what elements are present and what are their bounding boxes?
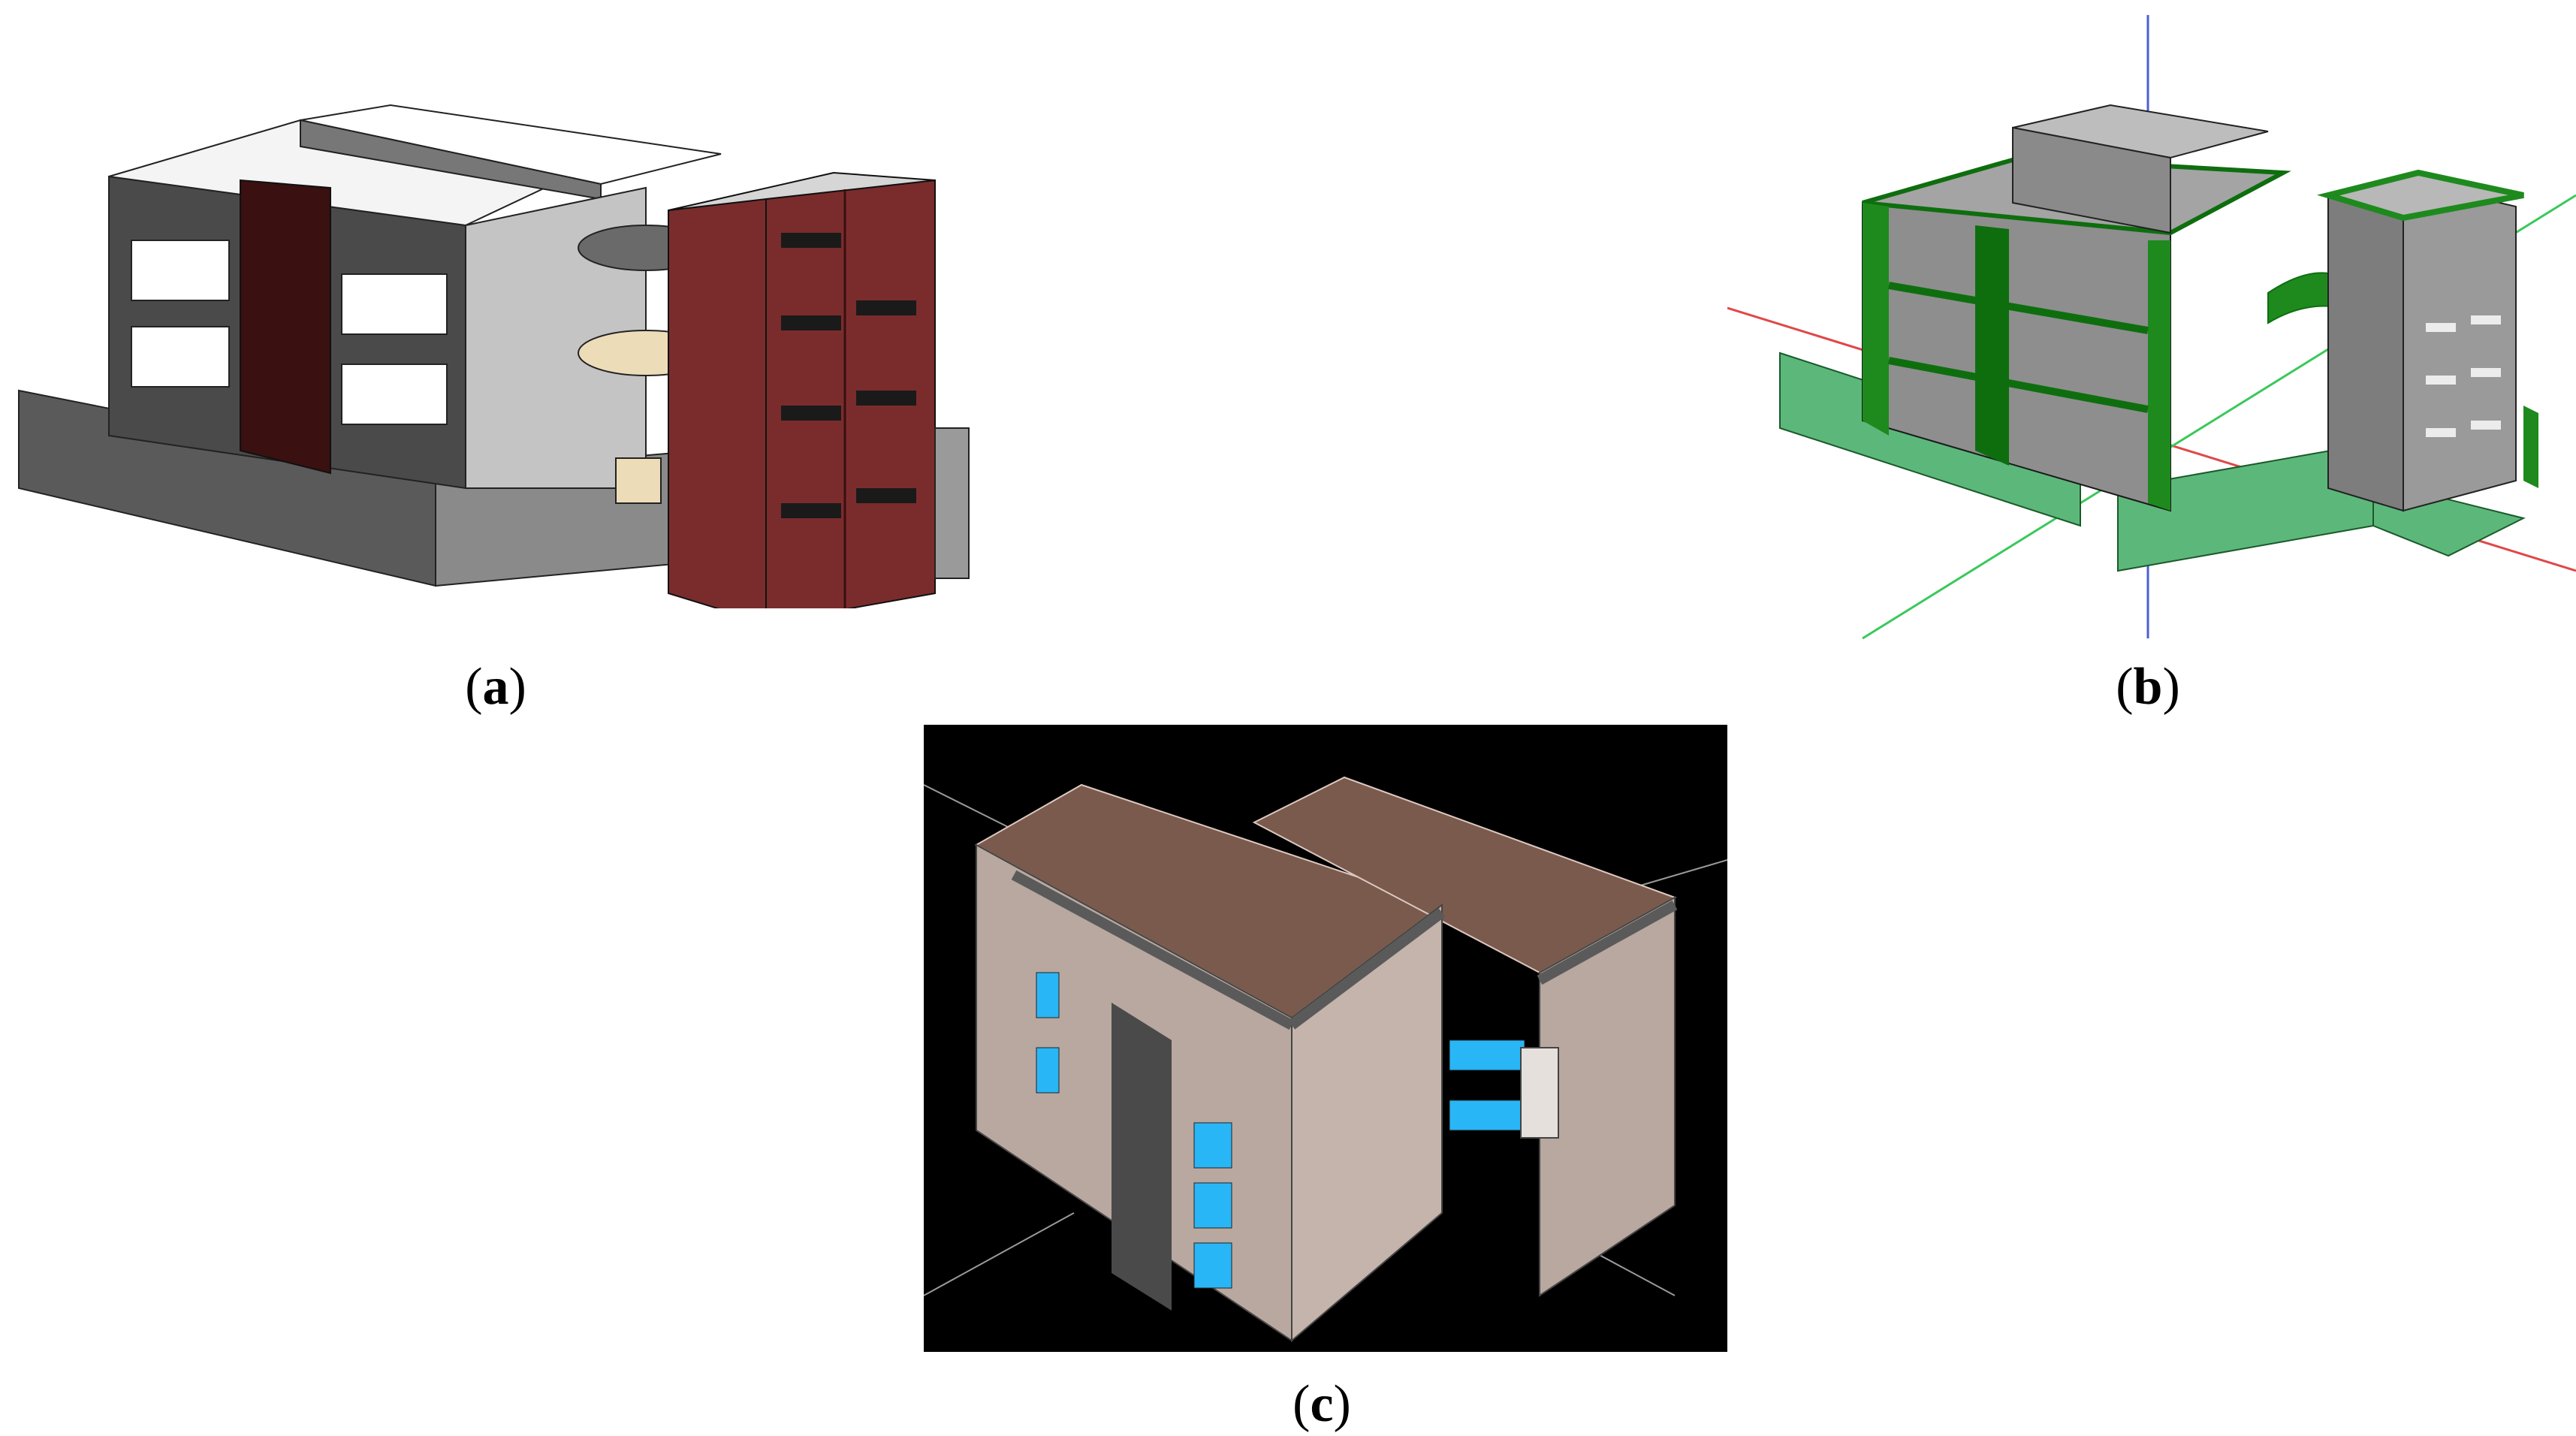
caption-a-letter: a: [482, 658, 509, 716]
caption-a: (a): [465, 658, 526, 716]
caption-c-letter: c: [1310, 1375, 1334, 1433]
building-model-b-drawing: [1727, 15, 2576, 640]
building-model-view-a: [0, 68, 1006, 608]
building-model-view-b: [1727, 0, 2576, 646]
caption-b: (b): [2116, 658, 2180, 716]
building-model-a-drawing: [18, 104, 970, 608]
building-model-view-c: [924, 725, 1727, 1352]
building-model-c-drawing: [924, 776, 1727, 1343]
caption-c: (c): [1293, 1375, 1351, 1433]
caption-b-letter: b: [2133, 658, 2163, 716]
